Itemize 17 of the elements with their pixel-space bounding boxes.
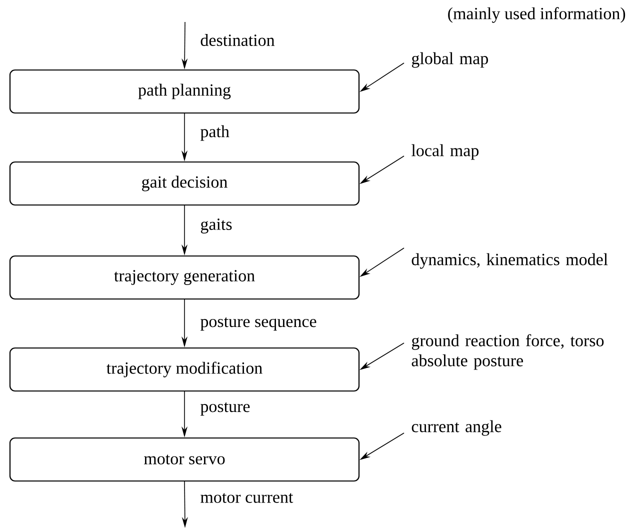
- process-box: gait decision: [9, 161, 360, 206]
- edge-label: posture sequence: [199, 316, 318, 332]
- info-text: global map: [412, 52, 488, 68]
- process-box: motor servo: [9, 437, 360, 482]
- edge-label: path: [199, 124, 230, 142]
- info-text: ground reaction force, torso absolute posture: [412, 334, 604, 370]
- process-box: trajectory modification: [9, 347, 360, 392]
- edge-label: gaits: [199, 218, 234, 234]
- process-box: path planning: [9, 69, 360, 114]
- edge-label: motor current: [199, 492, 294, 504]
- process-box: trajectory generation: [9, 255, 360, 300]
- heading: (mainly used information): [448, 7, 626, 23]
- info-text: current angle: [412, 420, 502, 436]
- edge-label: destination: [199, 33, 276, 47]
- info-text: dynamics, kinematics model: [412, 253, 608, 269]
- info-text: local map: [412, 144, 479, 160]
- edge-label: posture: [199, 401, 252, 417]
